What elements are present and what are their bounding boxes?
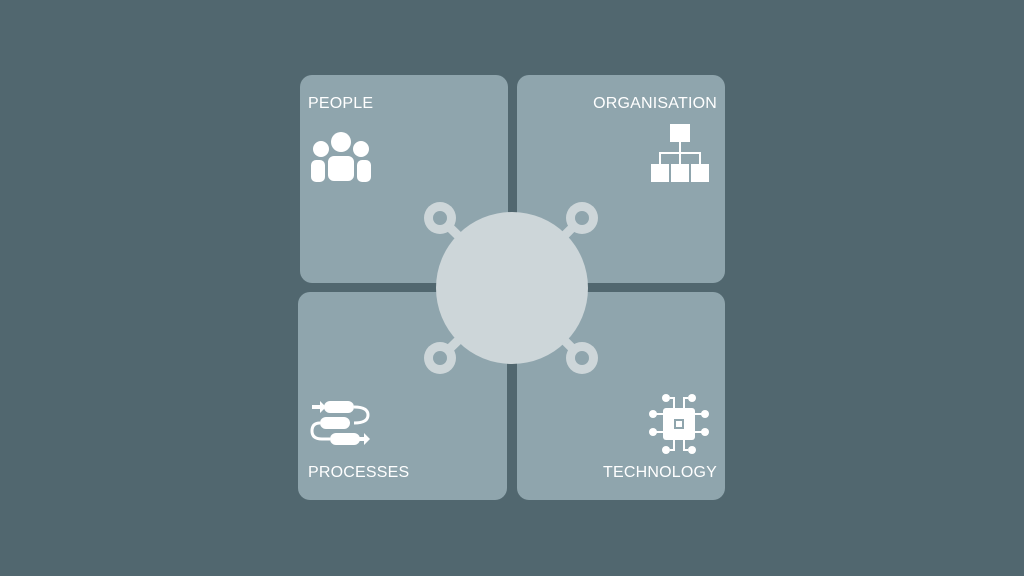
organisation-label: ORGANISATION xyxy=(593,95,717,112)
technology-label: TECHNOLOGY xyxy=(602,464,717,481)
chip-icon xyxy=(649,394,709,454)
people-icon xyxy=(311,132,371,183)
process-flow-icon xyxy=(310,401,370,445)
processes-label: PROCESSES xyxy=(308,464,410,481)
hub-circle xyxy=(436,212,588,364)
people-label: PEOPLE xyxy=(308,95,374,112)
org-chart-icon xyxy=(651,124,709,182)
